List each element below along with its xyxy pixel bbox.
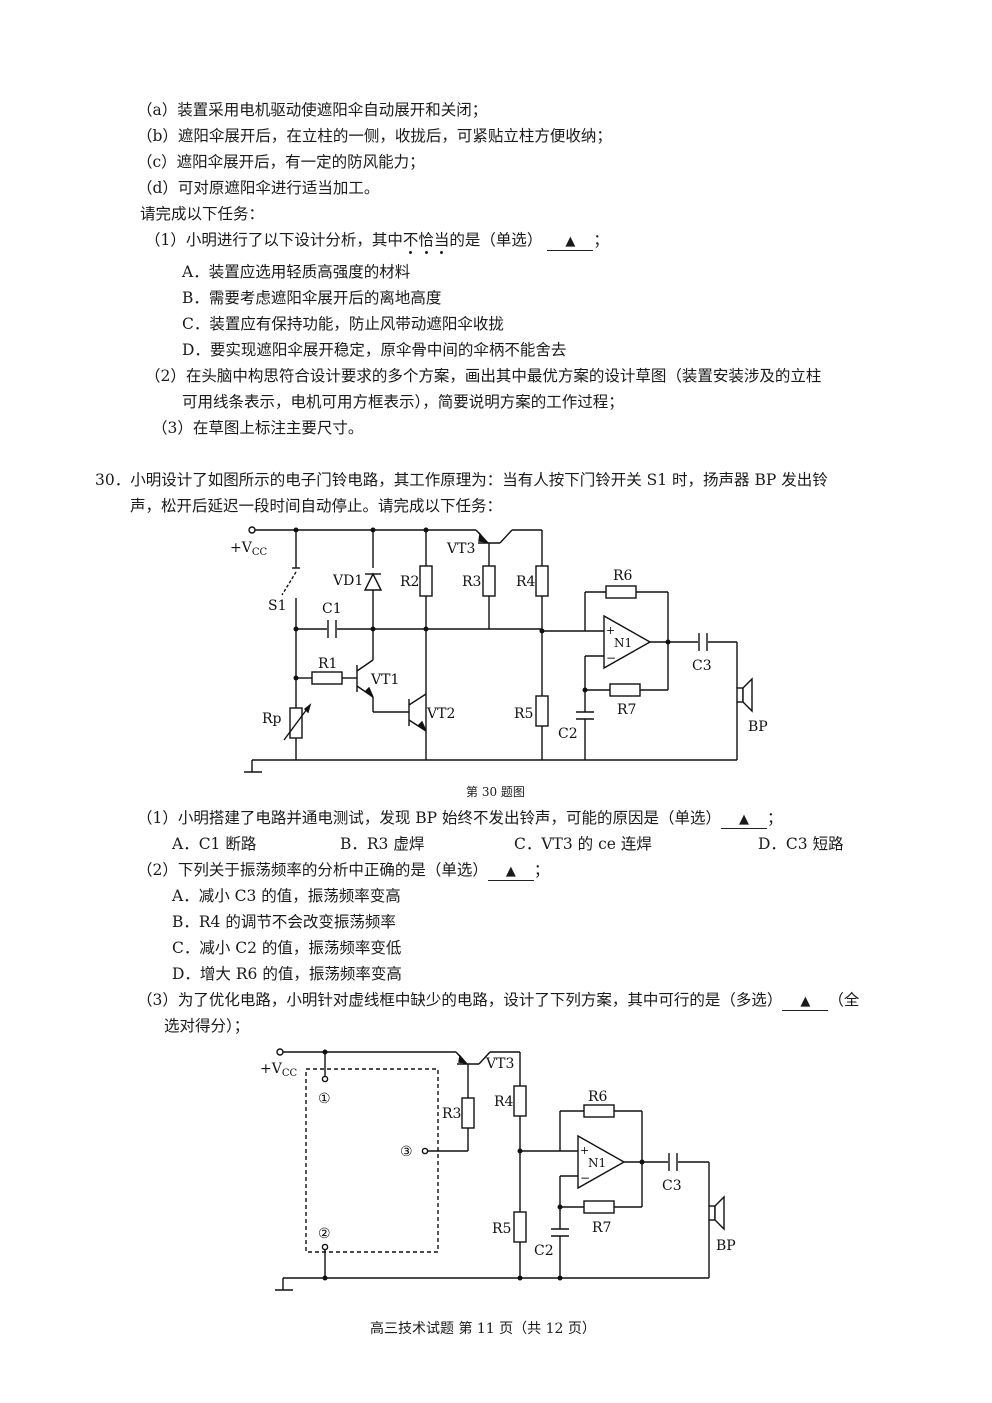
q30-1-b: B．R3 虚焊 — [340, 835, 425, 853]
answer-blank[interactable]: ▲ — [721, 811, 768, 829]
q30-3-line1: （3）为了优化电路，小明针对虚线框中缺少的电路，设计了下列方案，其中可行的是（多… — [137, 991, 860, 1011]
c2-label-2: C2 — [534, 1243, 554, 1259]
svg-text:−: − — [580, 1171, 590, 1185]
bp-label-2: BP — [716, 1238, 736, 1254]
n1-label: N1 — [614, 636, 632, 650]
r5-label-2: R5 — [492, 1221, 511, 1237]
vt1-label: VT1 — [370, 672, 399, 688]
q30-intro-1: 30．小明设计了如图所示的电子门铃电路，其工作原理为：当有人按下门铃开关 S1 … — [95, 471, 828, 489]
r7-label-2: R7 — [592, 1220, 611, 1236]
svg-text:−: − — [606, 651, 616, 665]
r3-label-2: R3 — [442, 1106, 461, 1122]
q29-1: （1）小明进行了以下设计分析，其中不恰当的是（单选） ▲； — [145, 231, 609, 251]
q29-opt-b: B．需要考虑遮阳伞展开后的离地高度 — [182, 289, 442, 307]
node-2-label: ② — [318, 1226, 331, 1242]
c3-label: C3 — [692, 658, 712, 674]
page-footer: 高三技术试题 第 11 页（共 12 页） — [370, 1321, 596, 1337]
n1-label-2: N1 — [588, 1156, 606, 1170]
svg-text:+: + — [580, 1144, 589, 1157]
vt3-label-2: VT3 — [485, 1056, 514, 1072]
r3-label: R3 — [462, 574, 481, 590]
vcc-label-2: +VCC — [260, 1061, 297, 1079]
q30-intro-2: 声，松开后延迟一段时间自动停止。请完成以下任务： — [130, 497, 503, 515]
answer-blank[interactable]: ▲ — [547, 233, 594, 251]
r1-label: R1 — [318, 656, 337, 672]
r7-label: R7 — [617, 702, 636, 718]
req-d: （d）可对原遮阳伞进行适当加工。 — [137, 179, 380, 197]
s1-label: S1 — [268, 598, 287, 614]
r6-label: R6 — [613, 568, 633, 584]
bp-label: BP — [748, 719, 768, 735]
circuit-diagram-1: +VCC S1 C1 VD1 R1 R2 R3 R4 R5 R6 R7 Rp V… — [230, 526, 768, 773]
c1-label: C1 — [322, 601, 342, 617]
r4-label: R4 — [516, 574, 536, 590]
vd1-label: VD1 — [332, 573, 363, 589]
q29-opt-c: C．装置应有保持功能，防止风带动遮阳伞收拢 — [182, 315, 504, 333]
task-intro: 请完成以下任务： — [140, 205, 265, 223]
q29-opt-d: D．要实现遮阳伞展开稳定，原伞骨中间的伞柄不能舍去 — [182, 341, 567, 359]
r2-label: R2 — [400, 574, 419, 590]
req-b: （b）遮阳伞展开后，在立柱的一侧，收拢后，可紧贴立柱方便收纳； — [137, 127, 612, 145]
q29-2-line2: 可用线条表示，电机可用方框表示），简要说明方案的工作过程； — [182, 393, 624, 411]
svg-text:+: + — [606, 624, 615, 637]
c3-label-2: C3 — [662, 1178, 682, 1194]
rp-label: Rp — [262, 711, 282, 727]
q29-3: （3）在草图上标注主要尺寸。 — [152, 419, 364, 437]
figure-caption: 第 30 题图 — [466, 785, 525, 799]
req-a: （a）装置采用电机驱动使遮阳伞自动展开和关闭； — [137, 101, 488, 119]
q29-2-line1: （2）在头脑中构思符合设计要求的多个方案，画出其中最优方案的设计草图（装置安装涉… — [145, 367, 822, 385]
q30-2-c: C．减小 C2 的值，振荡频率变低 — [172, 939, 402, 957]
answer-blank[interactable]: ▲ — [782, 993, 829, 1011]
node-1-label: ① — [318, 1091, 331, 1107]
vcc-label-1: +VCC — [230, 540, 267, 558]
c2-label: C2 — [558, 726, 578, 742]
q30-2: （2）下列关于振荡频率的分析中正确的是（单选）▲； — [137, 861, 550, 881]
vt2-label: VT2 — [426, 706, 455, 722]
q30-2-b: B．R4 的调节不会改变振荡频率 — [172, 913, 396, 931]
req-c: （c）遮阳伞展开后，有一定的防风能力； — [137, 153, 425, 171]
r5-label: R5 — [514, 706, 533, 722]
q30-1-c: C．VT3 的 ce 连焊 — [514, 835, 652, 853]
r6-label-2: R6 — [588, 1089, 608, 1105]
circuit-diagram-2: +VCC ① ② ③ R3 R4 R5 R6 R7 VT3 N1 + − C2 … — [260, 1048, 736, 1291]
r4-label-2: R4 — [494, 1094, 514, 1110]
q30-3-line2: 选对得分）； — [164, 1017, 250, 1035]
q30-1: （1）小明搭建了电路并通电测试，发现 BP 始终不发出铃声，可能的原因是（单选）… — [137, 809, 783, 829]
vt3-label: VT3 — [446, 541, 475, 557]
node-3-label: ③ — [400, 1144, 413, 1160]
q29-opt-a: A．装置应选用轻质高强度的材料 — [182, 263, 411, 281]
answer-blank[interactable]: ▲ — [487, 863, 534, 881]
q30-1-a: A．C1 断路 — [172, 835, 257, 853]
q30-1-d: D．C3 短路 — [758, 835, 844, 853]
q30-2-a: A．减小 C3 的值，振荡频率变高 — [172, 887, 401, 905]
q30-2-d: D．增大 R6 的值，振荡频率变高 — [172, 965, 402, 983]
